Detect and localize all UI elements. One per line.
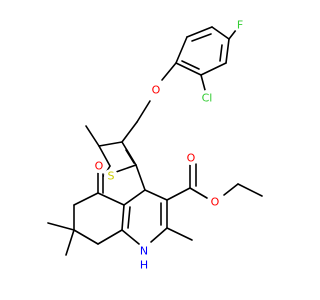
atom-label-f: F xyxy=(237,19,243,32)
molecule-structure: F Cl O S O O O N xyxy=(47,18,263,272)
bond xyxy=(97,229,123,245)
bond xyxy=(47,222,75,231)
bond xyxy=(237,183,263,197)
bond xyxy=(73,192,99,206)
bond xyxy=(123,189,146,206)
atom-ester-oxygen: O xyxy=(208,195,222,209)
bond xyxy=(228,29,237,40)
bond xyxy=(211,26,230,40)
bond xyxy=(166,187,191,201)
bond xyxy=(219,44,223,62)
bond xyxy=(121,229,140,245)
atom-label-o-ketone: O xyxy=(95,160,104,173)
atom-hydrogen: H xyxy=(138,259,150,272)
bond xyxy=(191,33,212,42)
atom-nitrogen: N xyxy=(137,244,151,258)
bond xyxy=(186,26,213,38)
bond xyxy=(98,141,123,147)
bond xyxy=(121,121,138,143)
bond xyxy=(121,204,125,231)
atom-label-cl: Cl xyxy=(202,92,213,105)
bond xyxy=(200,62,227,76)
atom-sulfur: S xyxy=(104,169,118,183)
bond-skeleton xyxy=(47,26,263,256)
atom-label-o-carbonyl: O xyxy=(187,152,196,165)
bond xyxy=(125,149,135,164)
bond xyxy=(98,145,111,167)
bond xyxy=(223,183,239,196)
bond xyxy=(144,189,168,201)
bond xyxy=(127,206,131,229)
atom-label-s: S xyxy=(108,170,115,183)
bond xyxy=(115,164,137,173)
bond xyxy=(136,100,151,123)
atom-fluorine: F xyxy=(233,18,247,32)
bond xyxy=(97,192,125,206)
bond xyxy=(175,62,202,76)
atom-label-o-ester: O xyxy=(211,196,220,209)
bond xyxy=(175,36,188,64)
atom-ether-oxygen: O xyxy=(149,83,163,97)
bond xyxy=(85,125,100,147)
bond xyxy=(181,60,200,70)
bond xyxy=(161,62,177,81)
bond xyxy=(73,229,99,245)
atom-carbonyl-oxygen: O xyxy=(184,151,198,165)
bond xyxy=(135,164,146,191)
atom-label-o-ether: O xyxy=(152,84,161,97)
bond xyxy=(166,227,193,241)
atom-label-h: H xyxy=(140,259,148,272)
atom-ketone-oxygen: O xyxy=(92,159,106,173)
bond xyxy=(225,38,230,64)
atom-label-n: N xyxy=(140,245,148,258)
atom-labels: F Cl O S O O O N xyxy=(92,18,247,272)
bond xyxy=(65,229,75,256)
bond xyxy=(200,74,206,91)
atom-chlorine: Cl xyxy=(199,90,215,106)
bond xyxy=(150,227,168,243)
bond xyxy=(189,187,208,199)
